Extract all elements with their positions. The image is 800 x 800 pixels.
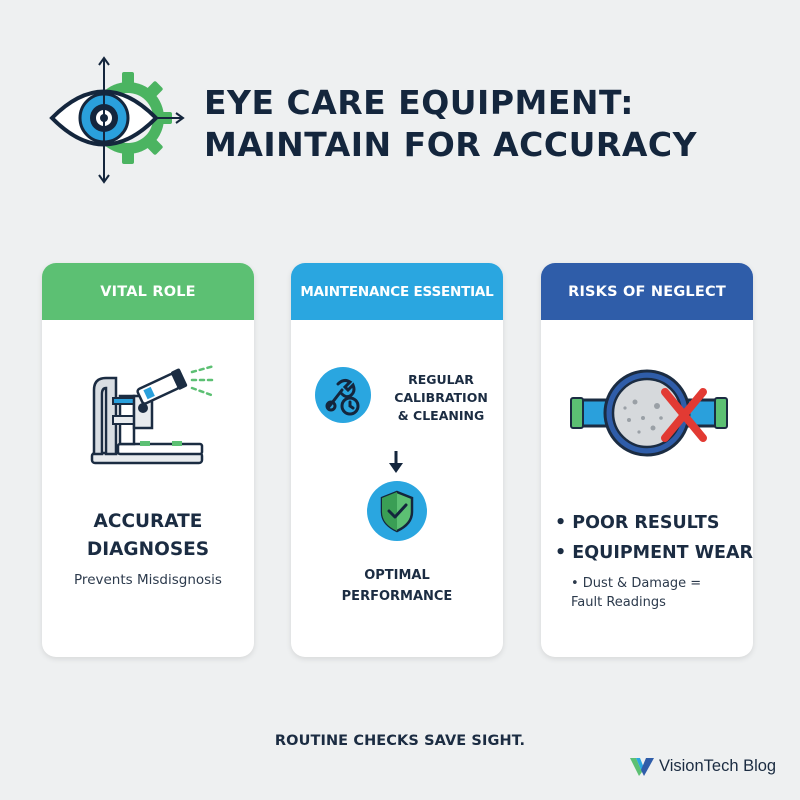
step-calibration-text: REGULAR CALIBRATION & CLEANING bbox=[386, 371, 496, 425]
card-risks-of-neglect: RISKS OF NEGLECT • POOR RESULTS • EQUIPM… bbox=[541, 263, 753, 657]
card-vital-role: VITAL ROLE ACCURATE DIAGNOSES Prevents M… bbox=[42, 263, 254, 657]
step-line: OPTIMAL bbox=[364, 568, 430, 583]
page-title: EYE CARE EQUIPMENT: MAINTAIN FOR ACCURAC… bbox=[204, 82, 764, 166]
slit-lamp-microscope-icon bbox=[90, 364, 218, 465]
footer-tagline: ROUTINE CHECKS SAVE SIGHT. bbox=[274, 733, 526, 749]
card-heading: ACCURATE DIAGNOSES bbox=[42, 508, 254, 564]
eye-gear-icon bbox=[48, 56, 185, 184]
note-line: • Dust & Damage = bbox=[571, 576, 702, 591]
title-line-2: MAINTAIN FOR ACCURACY bbox=[204, 125, 697, 164]
list-item: • POOR RESULTS bbox=[555, 513, 720, 533]
risk-note: • Dust & Damage = Fault Readings bbox=[571, 574, 746, 612]
step-performance-text: OPTIMAL PERFORMANCE bbox=[291, 565, 503, 607]
step-line: & CLEANING bbox=[397, 408, 485, 423]
risk-list: • POOR RESULTS • EQUIPMENT WEAR bbox=[555, 508, 753, 568]
card-header: MAINTENANCE ESSENTIAL bbox=[291, 263, 503, 320]
title-line-1: EYE CARE EQUIPMENT: bbox=[204, 83, 634, 122]
brand-name: VisionTech Blog bbox=[659, 756, 777, 775]
step-line: CALIBRATION bbox=[394, 390, 488, 405]
list-item: • EQUIPMENT WEAR bbox=[555, 543, 753, 563]
card-header: VITAL ROLE bbox=[42, 263, 254, 320]
card-heading-line-1: ACCURATE bbox=[93, 511, 203, 532]
card-heading-line-2: DIAGNOSES bbox=[86, 539, 210, 560]
card-maintenance-essential: MAINTENANCE ESSENTIAL REGULAR CALIBRATIO… bbox=[291, 263, 503, 657]
note-line: Fault Readings bbox=[571, 595, 666, 610]
dirty-lens-x-icon bbox=[570, 369, 728, 457]
brand-logo-icon bbox=[630, 758, 654, 776]
step-line: PERFORMANCE bbox=[341, 589, 453, 604]
wrench-clock-icon bbox=[315, 367, 371, 423]
step-line: REGULAR bbox=[408, 372, 474, 387]
shield-check-icon bbox=[367, 481, 427, 541]
card-header: RISKS OF NEGLECT bbox=[541, 263, 753, 320]
arrow-down-icon bbox=[389, 451, 403, 473]
card-subtext: Prevents Misdisgnosis bbox=[74, 572, 222, 588]
brand: VisionTech Blog bbox=[630, 756, 776, 776]
